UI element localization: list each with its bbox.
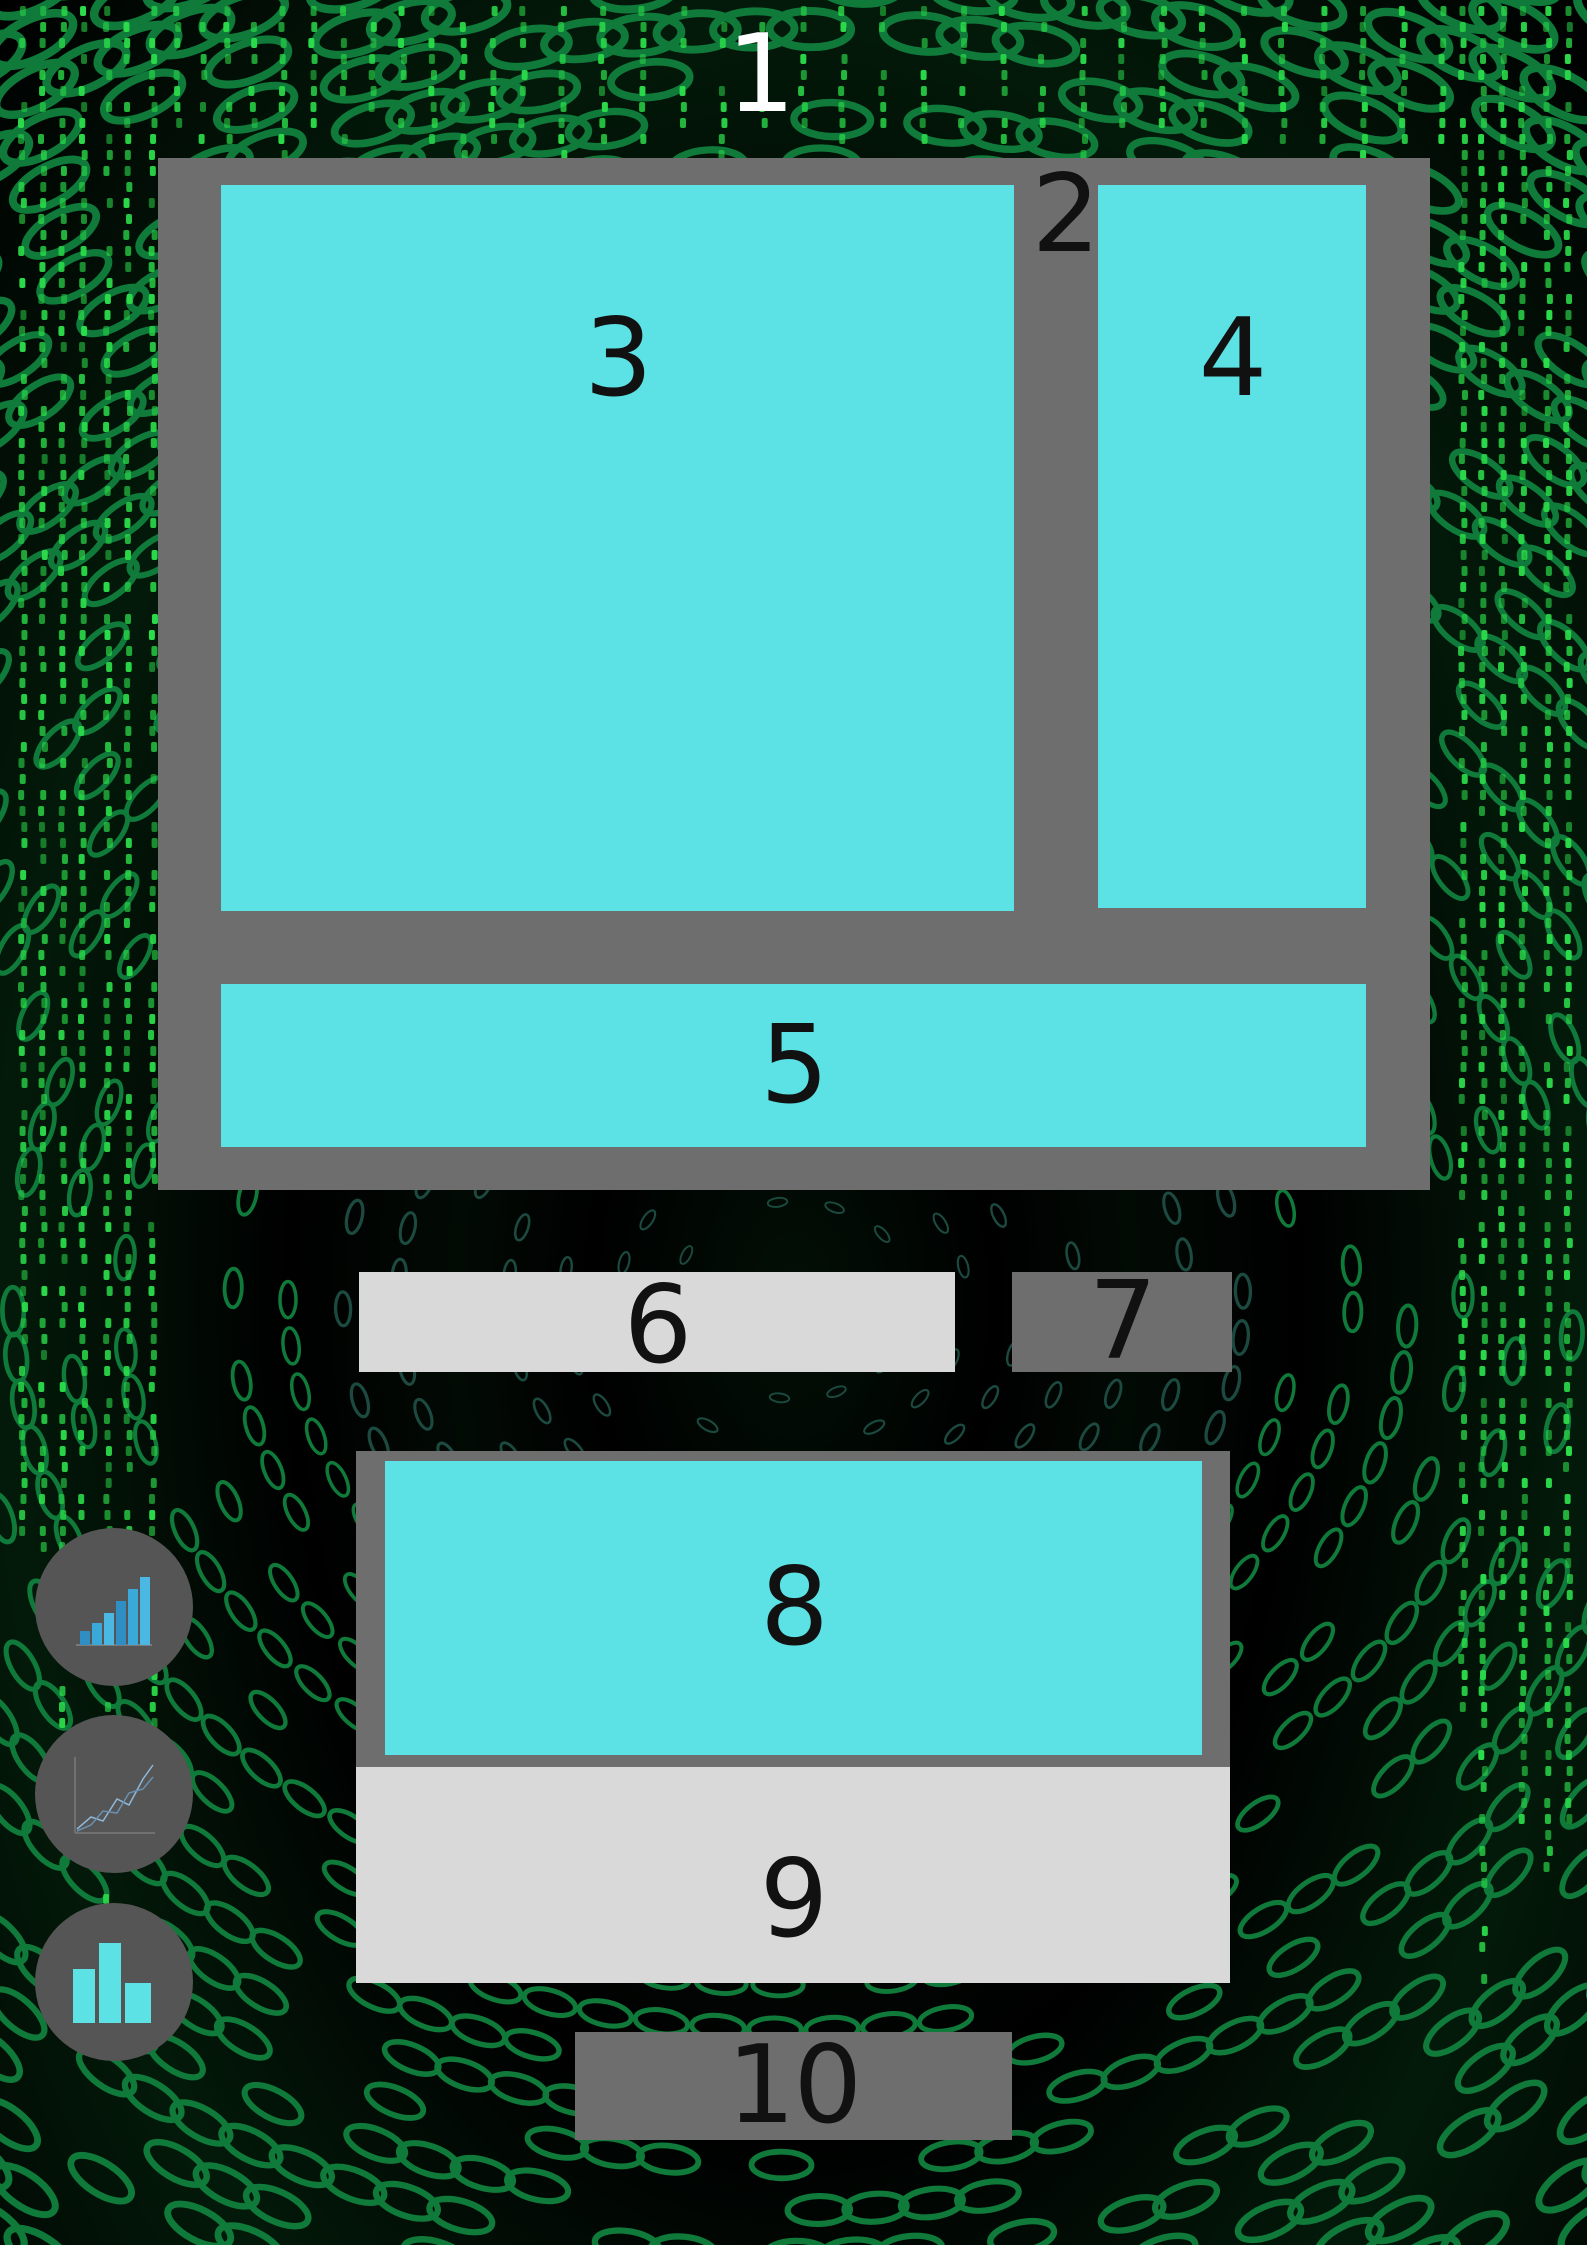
matrix-rain-column <box>173 6 183 128</box>
tunnel-ring <box>0 0 1587 200</box>
region-1-number: 1 <box>726 12 796 137</box>
matrix-rain-column <box>679 6 688 128</box>
matrix-rain-column <box>1238 6 1248 144</box>
matrix-rain-column <box>248 22 258 128</box>
matrix-rain-column <box>1038 22 1048 128</box>
column-chart-button[interactable] <box>35 1903 193 2061</box>
bar-chart-icon <box>76 1577 152 1646</box>
matrix-rain-column <box>518 6 528 128</box>
matrix-rain-column <box>1498 6 1508 1600</box>
matrix-rain-column <box>78 6 88 1520</box>
region-8-number: 8 <box>760 1545 829 1670</box>
matrix-rain-column <box>308 6 318 128</box>
region-9-panel[interactable]: 9 <box>356 1767 1230 1983</box>
region-3-panel[interactable]: 3 <box>221 185 1014 911</box>
matrix-rain-column <box>798 6 808 128</box>
matrix-rain-column <box>558 6 568 160</box>
matrix-rain-column <box>1398 6 1408 144</box>
matrix-rain-column <box>198 22 208 144</box>
matrix-rain-column <box>1319 6 1328 144</box>
matrix-rain-column <box>838 6 848 144</box>
matrix-rain-column <box>1078 6 1088 160</box>
matrix-rain-column <box>18 6 28 1536</box>
region-8-panel[interactable]: 8 <box>385 1461 1202 1755</box>
matrix-rain-column <box>428 6 438 144</box>
matrix-rain-column <box>58 6 68 1760</box>
matrix-rain-column <box>1438 6 1447 144</box>
line-chart-icon <box>74 1757 155 1834</box>
matrix-rain-column <box>878 6 887 128</box>
matrix-rain-column <box>998 6 1008 144</box>
matrix-rain-column <box>718 22 728 160</box>
matrix-rain-column <box>1118 6 1128 128</box>
matrix-rain-column <box>1563 6 1573 1824</box>
region-9-number: 9 <box>759 1837 829 1962</box>
matrix-rain-column <box>1359 6 1368 160</box>
region-5-number: 5 <box>760 1002 829 1128</box>
region-4-panel[interactable]: 4 <box>1098 185 1366 908</box>
matrix-rain-column <box>958 6 968 128</box>
matrix-rain-column <box>1543 6 1553 1872</box>
matrix-rain-column <box>38 6 48 1552</box>
matrix-rain-column <box>488 6 498 144</box>
matrix-rain-column <box>598 6 608 144</box>
matrix-rain-column <box>1518 6 1528 1824</box>
column-chart-icon <box>73 1943 151 2023</box>
matrix-rain-column <box>1158 6 1168 128</box>
matrix-rain-column <box>398 6 408 128</box>
matrix-rain-column <box>223 6 233 144</box>
region-3-number: 3 <box>584 296 653 421</box>
line-chart-button[interactable] <box>35 1715 193 1873</box>
region-2-number: 2 <box>1031 152 1101 277</box>
matrix-rain-column <box>339 6 348 144</box>
matrix-rain-column <box>1478 6 1488 1984</box>
region-6-bar[interactable]: 6 <box>359 1272 955 1380</box>
tunnel-ring <box>0 0 1587 125</box>
region-10-button[interactable]: 10 <box>575 2032 1012 2140</box>
matrix-rain-column <box>278 6 288 160</box>
matrix-rain-column <box>1458 6 1468 1712</box>
region-6-number: 6 <box>623 1263 693 1388</box>
region-2-label: 2 <box>1015 160 1115 270</box>
region-4-number: 4 <box>1198 296 1268 421</box>
matrix-rain-column <box>638 6 647 144</box>
region-7-number: 7 <box>1088 1259 1158 1384</box>
region-1-label: 1 <box>720 20 800 130</box>
matrix-rain-column <box>1198 6 1208 128</box>
matrix-rain-column <box>459 22 468 160</box>
matrix-rain-column <box>1278 6 1288 144</box>
region-10-number: 10 <box>726 2023 862 2148</box>
region-5-panel[interactable]: 5 <box>221 984 1366 1147</box>
matrix-rain-column <box>758 22 768 128</box>
region-7-button[interactable]: 7 <box>1012 1268 1232 1376</box>
bar-chart-button[interactable] <box>35 1528 193 1686</box>
matrix-rain-column <box>919 6 928 144</box>
matrix-rain-column <box>368 22 377 112</box>
